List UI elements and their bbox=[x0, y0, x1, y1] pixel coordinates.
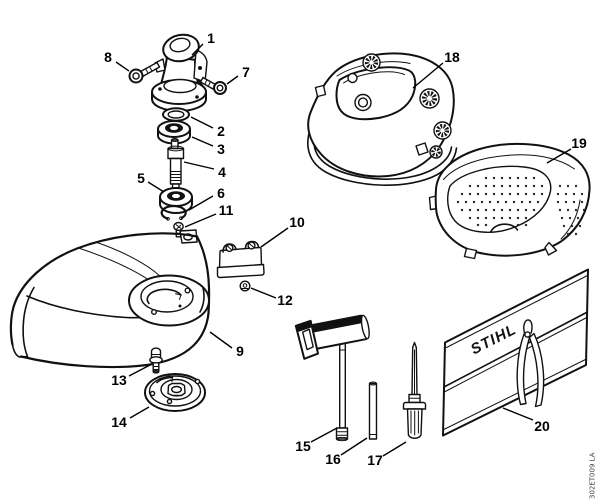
leader-line-10 bbox=[260, 227, 289, 248]
leader-line-19 bbox=[546, 148, 572, 164]
vent-rosette bbox=[362, 53, 381, 72]
callout-20: 20 bbox=[534, 418, 550, 434]
leader-line-9 bbox=[209, 331, 233, 349]
leader-line-1 bbox=[191, 43, 204, 56]
part-15-t-wrench-drawing bbox=[294, 314, 370, 442]
leader-line-17 bbox=[382, 441, 407, 457]
callout-4: 4 bbox=[218, 164, 226, 180]
vent-rosette bbox=[419, 88, 440, 109]
callout-16: 16 bbox=[325, 451, 341, 467]
vent-rosette bbox=[433, 121, 452, 140]
leader-line-8 bbox=[115, 61, 130, 72]
part-12-nut-drawing bbox=[239, 280, 251, 292]
leader-line-11 bbox=[184, 213, 217, 228]
part-4-shaft-drawing bbox=[167, 138, 185, 191]
part-17-screwdriver-drawing bbox=[402, 341, 427, 439]
leader-line-3 bbox=[191, 136, 214, 147]
leader-line-18 bbox=[412, 62, 444, 89]
part-10-clamp-plate-drawing bbox=[216, 240, 265, 279]
callout-14: 14 bbox=[111, 414, 127, 430]
pouch-tie-loop bbox=[523, 319, 533, 334]
drawing-code: 302ET009 LA bbox=[589, 452, 597, 499]
leader-line-2 bbox=[190, 116, 214, 129]
part-9-deflector-guard-drawing bbox=[9, 229, 211, 369]
callout-13: 13 bbox=[111, 372, 127, 388]
part-14-thrust-plate-drawing bbox=[144, 373, 206, 412]
vent-rosette bbox=[429, 145, 443, 159]
part-18-goggles-drawing bbox=[307, 52, 458, 186]
part-20-tool-pouch-drawing: STIHL bbox=[442, 268, 589, 437]
leader-line-12 bbox=[250, 287, 277, 299]
callout-15: 15 bbox=[295, 438, 311, 454]
callout-7: 7 bbox=[242, 64, 250, 80]
callout-17: 17 bbox=[367, 452, 383, 468]
callout-11: 11 bbox=[219, 202, 234, 218]
part-16-rod-drawing bbox=[368, 381, 378, 440]
leader-lines bbox=[115, 43, 572, 457]
part-7-screw-drawing bbox=[199, 76, 227, 95]
callout-6: 6 bbox=[217, 185, 225, 201]
leader-line-6 bbox=[188, 195, 214, 211]
part-19-mesh-goggles-drawing bbox=[428, 142, 591, 260]
callout-12: 12 bbox=[277, 292, 293, 308]
leader-line-20 bbox=[502, 407, 534, 421]
part-3-bearing-drawing bbox=[157, 120, 191, 145]
callout-19: 19 bbox=[571, 135, 587, 151]
callout-8: 8 bbox=[104, 49, 112, 65]
callout-3: 3 bbox=[217, 141, 225, 157]
leader-line-5 bbox=[147, 181, 165, 193]
leader-line-13 bbox=[128, 364, 151, 377]
callout-9: 9 bbox=[236, 343, 244, 359]
part-8-screw-drawing bbox=[128, 61, 161, 84]
part-2-washer-drawing bbox=[162, 107, 190, 122]
callout-2: 2 bbox=[217, 123, 225, 139]
part-1-gear-head-drawing bbox=[151, 33, 208, 112]
mesh-dots-side bbox=[556, 184, 586, 236]
leader-line-15 bbox=[310, 427, 338, 443]
part-13-screw-drawing bbox=[149, 347, 163, 374]
leader-line-4 bbox=[183, 161, 215, 170]
callout-1: 1 bbox=[207, 30, 215, 46]
leader-line-16 bbox=[340, 437, 368, 456]
callout-18: 18 bbox=[444, 49, 460, 65]
part-6-snap-ring-drawing bbox=[160, 204, 187, 221]
leader-line-14 bbox=[129, 406, 150, 419]
leader-line-7 bbox=[226, 75, 239, 85]
callout-5: 5 bbox=[137, 170, 145, 186]
callout-10: 10 bbox=[289, 214, 305, 230]
mesh-dots-lens bbox=[456, 176, 544, 227]
